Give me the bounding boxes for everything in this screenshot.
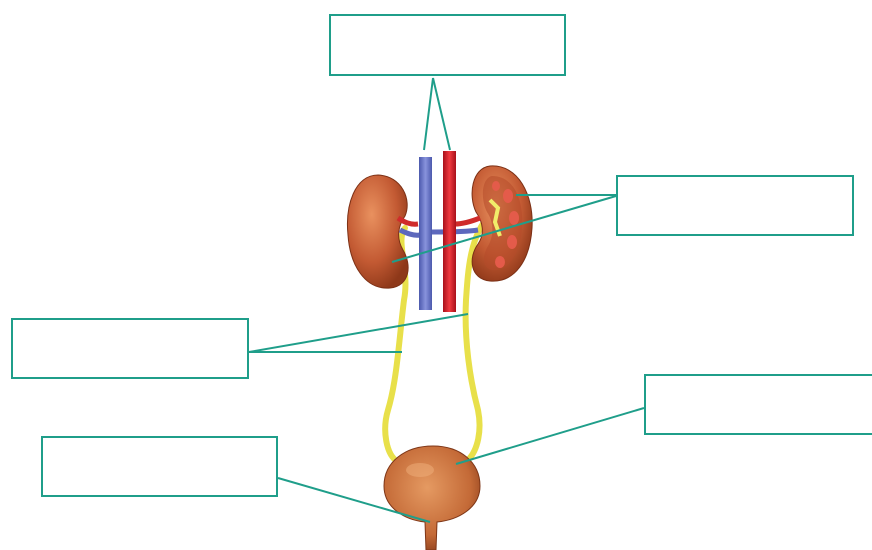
- label-box-blood-vessels[interactable]: [329, 14, 566, 76]
- aorta: [443, 151, 456, 312]
- label-box-ureter[interactable]: [11, 318, 249, 379]
- label-box-bladder[interactable]: [644, 374, 872, 435]
- label-box-urethra[interactable]: [41, 436, 278, 497]
- leader-line-right-ureter: [249, 314, 468, 352]
- label-box-kidney[interactable]: [616, 175, 854, 236]
- vena-cava: [419, 157, 432, 310]
- left-kidney: [347, 175, 420, 288]
- leader-line-artery: [433, 78, 450, 150]
- leader-line-bladder: [456, 408, 644, 464]
- leader-line-vein: [424, 78, 433, 150]
